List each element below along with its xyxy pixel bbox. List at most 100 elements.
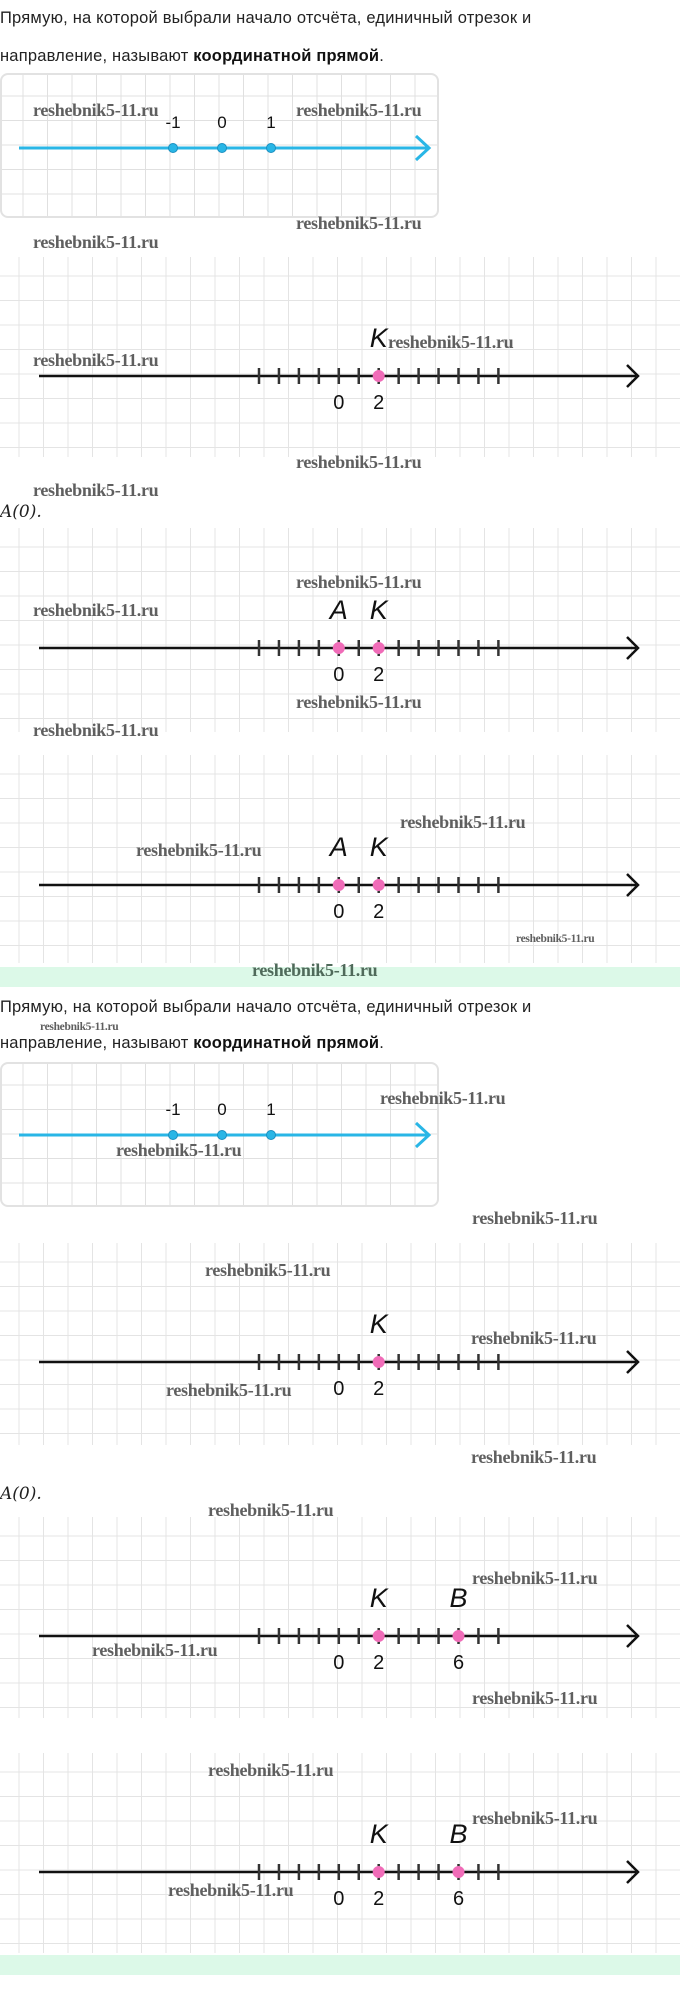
watermark: reshebnik5-11.ru <box>388 332 514 352</box>
figure-grid <box>0 528 680 732</box>
figure-grid <box>0 755 680 963</box>
definition-period: . <box>379 1034 385 1052</box>
watermark: reshebnik5-11.ru <box>400 812 526 832</box>
point-label: K <box>370 1309 389 1339</box>
watermark: reshebnik5-11.ru <box>472 1688 598 1708</box>
watermark: reshebnik5-11.ru <box>208 1500 334 1520</box>
tick-label: -1 <box>165 1100 180 1119</box>
point-label: A <box>328 832 348 862</box>
point-label: K <box>370 1583 389 1613</box>
tick-label: -1 <box>165 113 180 132</box>
arrow-icon <box>414 134 432 162</box>
watermark: reshebnik5-11.ru <box>92 1640 218 1660</box>
watermark: reshebnik5-11.ru <box>296 213 422 233</box>
point-k <box>372 1630 385 1642</box>
definition-term: координатной прямой <box>193 47 380 65</box>
point-label: B <box>449 1819 467 1849</box>
number-line-k-b: 0 2 6 K B <box>39 1819 640 1910</box>
green-divider-bar <box>0 967 680 987</box>
number-label: 2 <box>373 392 384 414</box>
watermark: reshebnik5-11.ru <box>296 692 422 712</box>
point-k <box>372 370 385 382</box>
number-label: 2 <box>373 1378 384 1400</box>
definition-term: координатной прямой <box>193 1034 380 1052</box>
point-b <box>452 1866 465 1878</box>
arrow-icon <box>414 1121 432 1149</box>
watermark: reshebnik5-11.ru <box>33 480 159 500</box>
watermark: reshebnik5-11.ru <box>33 600 159 620</box>
axis-point <box>266 1130 276 1140</box>
tick-label: 0 <box>217 113 226 132</box>
watermark: reshebnik5-11.ru <box>472 1568 598 1588</box>
point-k <box>372 879 385 891</box>
point-label: K <box>370 1819 389 1849</box>
watermark: reshebnik5-11.ru <box>472 1808 598 1828</box>
axis-point <box>217 1130 227 1140</box>
arrow-icon <box>626 636 640 660</box>
watermark: reshebnik5-11.ru <box>296 100 422 120</box>
tick-label: 1 <box>266 1100 275 1119</box>
intro-coordinate-line-figure: -1 0 1 <box>0 1062 439 1207</box>
point-a-caption-text: A(0). <box>0 502 42 522</box>
watermark: reshebnik5-11.ru <box>166 1380 292 1400</box>
tick-label: 0 <box>217 1100 226 1119</box>
figure-grid <box>0 1753 680 1953</box>
watermark: reshebnik5-11.ru <box>168 1880 294 1900</box>
point-label: K <box>370 323 389 353</box>
definition-text: направление, называют <box>0 47 194 65</box>
arrow-icon <box>626 1624 640 1648</box>
point-k <box>372 1866 385 1878</box>
watermark: reshebnik5-11.ru <box>33 720 159 740</box>
number-label: 2 <box>373 901 384 923</box>
arrow-icon <box>626 364 640 388</box>
point-k <box>372 1356 385 1368</box>
definition-period: . <box>379 47 385 65</box>
number-label: 0 <box>333 1888 344 1910</box>
watermark: reshebnik5-11.ru <box>33 350 159 370</box>
arrow-icon <box>626 1860 640 1884</box>
arrow-icon <box>626 1350 640 1374</box>
number-label: 2 <box>373 1888 384 1910</box>
number-label: 0 <box>333 664 344 686</box>
watermark: reshebnik5-11.ru <box>33 232 159 252</box>
definition-line-2: направление, называют координатной прямо… <box>0 1033 384 1053</box>
definition-line-1: Прямую, на которой выбрали начало отсчёт… <box>0 998 532 1016</box>
watermark: reshebnik5-11.ru <box>471 1328 597 1348</box>
number-label: 6 <box>453 1888 464 1910</box>
watermark: reshebnik5-11.ru <box>33 100 159 120</box>
figure-grid <box>0 257 680 457</box>
watermark: reshebnik5-11.ru <box>472 1208 598 1228</box>
point-a <box>332 879 345 891</box>
point-label: B <box>449 1583 467 1613</box>
point-label: K <box>370 832 389 862</box>
watermark: reshebnik5-11.ru <box>40 1021 119 1033</box>
point-k <box>372 642 385 654</box>
number-label: 0 <box>333 901 344 923</box>
number-label: 2 <box>373 1652 384 1674</box>
number-line-k: 0 2 K <box>39 1309 640 1400</box>
watermark: reshebnik5-11.ru <box>208 1760 334 1780</box>
point-a <box>332 642 345 654</box>
number-label: 0 <box>333 1378 344 1400</box>
point-a-caption: A(0). <box>0 1484 42 1504</box>
number-label: 0 <box>333 1652 344 1674</box>
point-a-caption-text: A(0). <box>0 1484 42 1504</box>
number-label: 2 <box>373 664 384 686</box>
watermark: reshebnik5-11.ru <box>296 452 422 472</box>
figure-grid <box>0 1243 680 1445</box>
definition-line-2: направление, называют координатной прямо… <box>0 46 384 66</box>
watermark: reshebnik5-11.ru <box>205 1260 331 1280</box>
axis-point <box>217 143 227 153</box>
axis-point <box>168 143 178 153</box>
watermark: reshebnik5-11.ru <box>516 933 595 945</box>
definition-text: направление, называют <box>0 1034 194 1052</box>
watermark: reshebnik5-11.ru <box>116 1140 242 1160</box>
point-label: A <box>328 595 348 625</box>
intro-axis-svg: -1 0 1 <box>19 1100 432 1149</box>
axis-point <box>266 143 276 153</box>
point-label: K <box>370 595 389 625</box>
